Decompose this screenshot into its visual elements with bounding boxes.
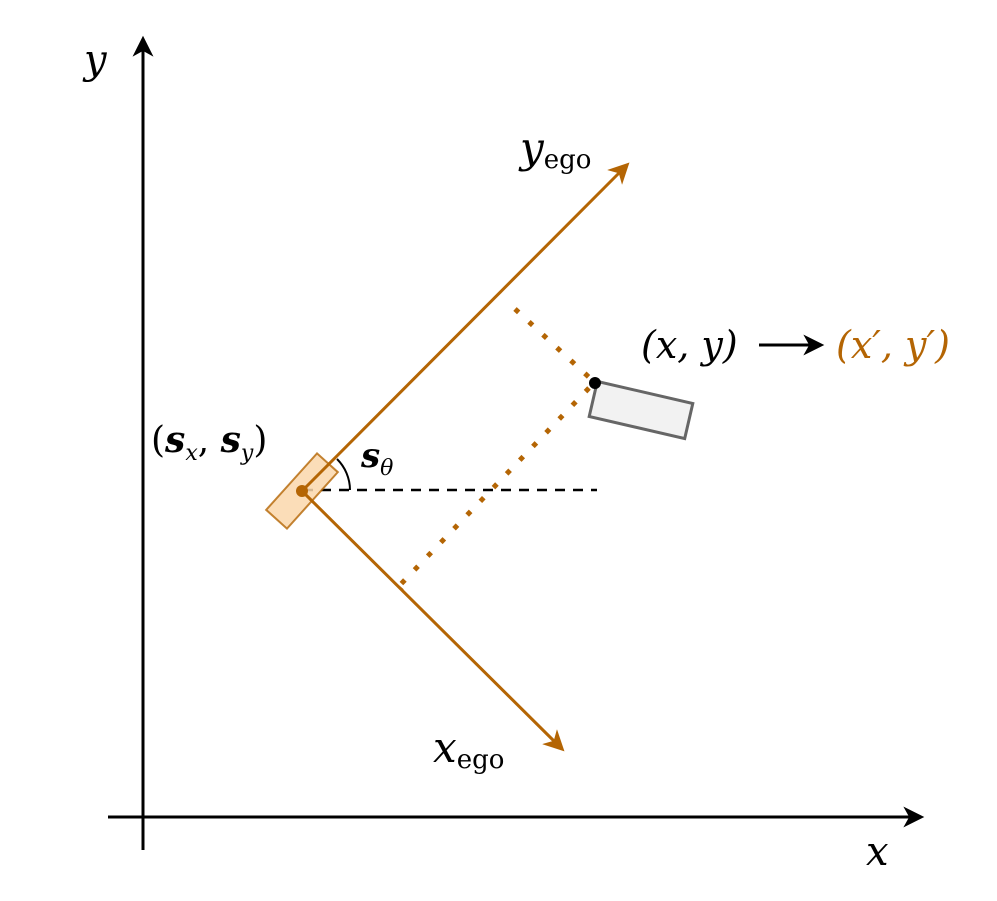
ego-x-tick: [395, 583, 404, 591]
ego-y-axis: [300, 162, 630, 493]
point-label: (x, y): [641, 323, 738, 367]
world-x-axis-label: x: [866, 829, 889, 875]
heading-angle-arc: [336, 458, 351, 491]
other-vehicle: [587, 379, 695, 441]
heading-angle-label: sθ: [360, 436, 393, 481]
ego-y-tick: [493, 291, 502, 299]
ego-x-axis-label: xego: [433, 723, 504, 775]
projection-to-ego-x: [399, 386, 591, 586]
ego-pose-label: (sx, sy): [151, 419, 267, 466]
transformed-point-label: (x′, y′): [836, 323, 950, 367]
projection-to-ego-y: [513, 307, 594, 382]
ego-x-axis: [300, 489, 565, 752]
world-y-axis-label: y: [82, 37, 108, 83]
ego-origin-point: [296, 485, 308, 497]
other-vehicle-point: [589, 377, 601, 389]
ego-y-axis-label: yego: [518, 123, 591, 175]
